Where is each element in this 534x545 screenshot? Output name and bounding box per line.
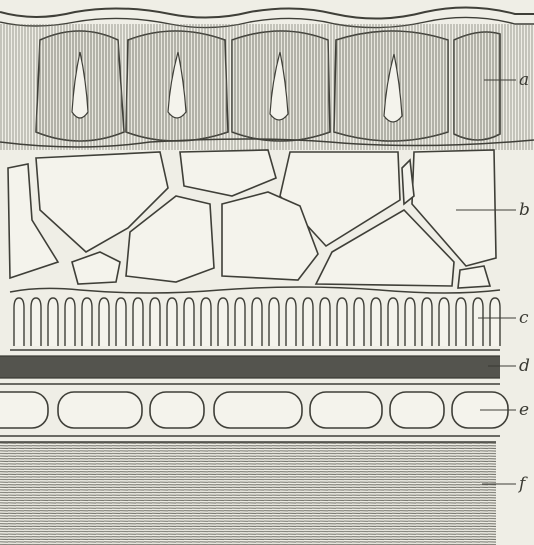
palisade-cell bbox=[65, 298, 75, 346]
palisade-cell bbox=[150, 298, 160, 346]
parenchyma-cell-small bbox=[458, 266, 490, 288]
palisade-cell bbox=[218, 298, 228, 346]
rounded-cell bbox=[58, 392, 142, 428]
layer-d-dark-band bbox=[0, 356, 500, 378]
fibrous-band bbox=[0, 442, 496, 545]
palisade-cell bbox=[422, 298, 432, 346]
palisade-cell bbox=[14, 298, 24, 346]
palisade-cell bbox=[99, 298, 109, 346]
palisade-cell bbox=[252, 298, 262, 346]
palisade-cell bbox=[269, 298, 279, 346]
palisade-cell bbox=[320, 298, 330, 346]
label-a: a bbox=[519, 70, 529, 90]
palisade-cell bbox=[354, 298, 364, 346]
palisade-cell bbox=[184, 298, 194, 346]
epidermal-cell bbox=[232, 31, 330, 141]
palisade-cell bbox=[201, 298, 211, 346]
palisade-cell bbox=[116, 298, 126, 346]
palisade-cell bbox=[456, 298, 466, 346]
label-e: e bbox=[519, 400, 529, 420]
rounded-cell bbox=[390, 392, 444, 428]
layer-e-cell-row bbox=[0, 384, 508, 436]
palisade-cell bbox=[133, 298, 143, 346]
label-c: c bbox=[519, 308, 529, 328]
palisade-cell bbox=[82, 298, 92, 346]
label-d: d bbox=[519, 356, 530, 376]
palisade-cell bbox=[286, 298, 296, 346]
palisade-cell bbox=[405, 298, 415, 346]
label-b: b bbox=[519, 200, 530, 220]
palisade-cell bbox=[337, 298, 347, 346]
palisade-cell bbox=[235, 298, 245, 346]
epidermal-cell bbox=[334, 31, 448, 141]
rounded-cell bbox=[150, 392, 204, 428]
rounded-cell bbox=[214, 392, 302, 428]
palisade-cell bbox=[303, 298, 313, 346]
palisade-cell bbox=[167, 298, 177, 346]
palisade-cell bbox=[48, 298, 58, 346]
layer-a-epidermis bbox=[0, 7, 534, 150]
palisade-cell bbox=[31, 298, 41, 346]
rounded-cell bbox=[310, 392, 382, 428]
palisade-cell bbox=[439, 298, 449, 346]
epidermal-cell bbox=[126, 31, 228, 141]
epidermal-cell-partial bbox=[454, 32, 500, 140]
palisade-cell bbox=[490, 298, 500, 346]
palisade-columns bbox=[14, 298, 500, 346]
palisade-cell bbox=[371, 298, 381, 346]
layer-f-fibrous-tissue bbox=[0, 442, 496, 545]
rounded-cell bbox=[0, 392, 48, 428]
dark-band bbox=[0, 356, 500, 378]
palisade-cell bbox=[388, 298, 398, 346]
palisade-cell bbox=[473, 298, 483, 346]
epidermal-cell bbox=[36, 31, 124, 141]
